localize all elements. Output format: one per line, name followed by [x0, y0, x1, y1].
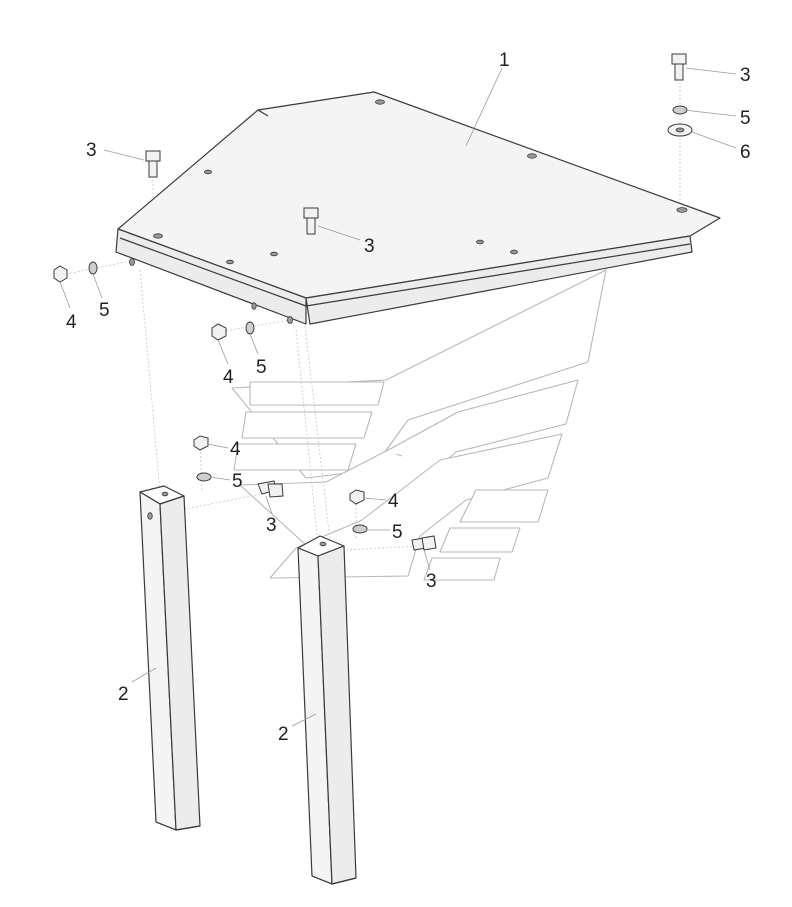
- callout-part-3-leg-left: 3: [266, 515, 277, 536]
- washer-panel-right: [352, 524, 368, 534]
- bolt-top-left: [145, 150, 161, 178]
- callouts: 1 2 2 3 3 3 3 3 4 4 4 4 5 5 5 5 5 6: [66, 50, 751, 745]
- bolt-top-right: [671, 53, 687, 81]
- cover-side-flange: [115, 228, 307, 325]
- leg-left: [139, 485, 201, 831]
- callout-part-4-middle: 4: [223, 367, 234, 388]
- callout-part-3-top-center: 3: [364, 236, 375, 257]
- bolt-top-center: [303, 207, 319, 235]
- washer-left: [88, 261, 98, 275]
- cover-front-flange: [305, 235, 693, 325]
- callout-part-5-left: 5: [99, 300, 110, 321]
- nut-panel-right: [349, 489, 365, 505]
- panel-stripe: [233, 443, 357, 471]
- callout-part-2-left: 2: [118, 684, 129, 705]
- callout-part-2-right: 2: [278, 724, 289, 745]
- callout-part-5-panel-right: 5: [392, 522, 403, 543]
- callout-part-1: 1: [499, 50, 510, 71]
- bolt-leg-right: [411, 535, 437, 551]
- leg-right: [297, 535, 357, 885]
- callout-part-4-left: 4: [66, 312, 77, 333]
- callout-part-5-panel-left: 5: [232, 471, 243, 492]
- callout-part-3-top-left: 3: [86, 140, 97, 161]
- side-panel: [231, 269, 607, 581]
- nut-panel-left: [193, 435, 209, 451]
- callout-part-5-top-right: 5: [740, 108, 751, 129]
- cover-holes: [129, 99, 688, 324]
- washer-panel-left: [196, 472, 212, 482]
- callout-part-3-leg-right: 3: [426, 571, 437, 592]
- nut-middle: [211, 323, 227, 341]
- panel-stripe: [459, 489, 549, 523]
- bolt-leg-left: [257, 480, 284, 498]
- callout-part-5-middle: 5: [256, 357, 267, 378]
- callout-part-4-panel-right: 4: [388, 491, 399, 512]
- washer-middle: [245, 321, 255, 335]
- callout-part-6: 6: [740, 142, 751, 163]
- panel-stripe: [249, 381, 385, 406]
- panel-stripe: [423, 557, 501, 581]
- panel-stripe: [439, 527, 521, 553]
- nut-left: [53, 265, 68, 283]
- callout-part-3-top-right: 3: [740, 65, 751, 86]
- panel-stripe: [241, 411, 373, 439]
- leader-lines: [59, 67, 737, 727]
- callout-part-4-panel-left: 4: [230, 439, 241, 460]
- top-cover-plate: [115, 91, 721, 325]
